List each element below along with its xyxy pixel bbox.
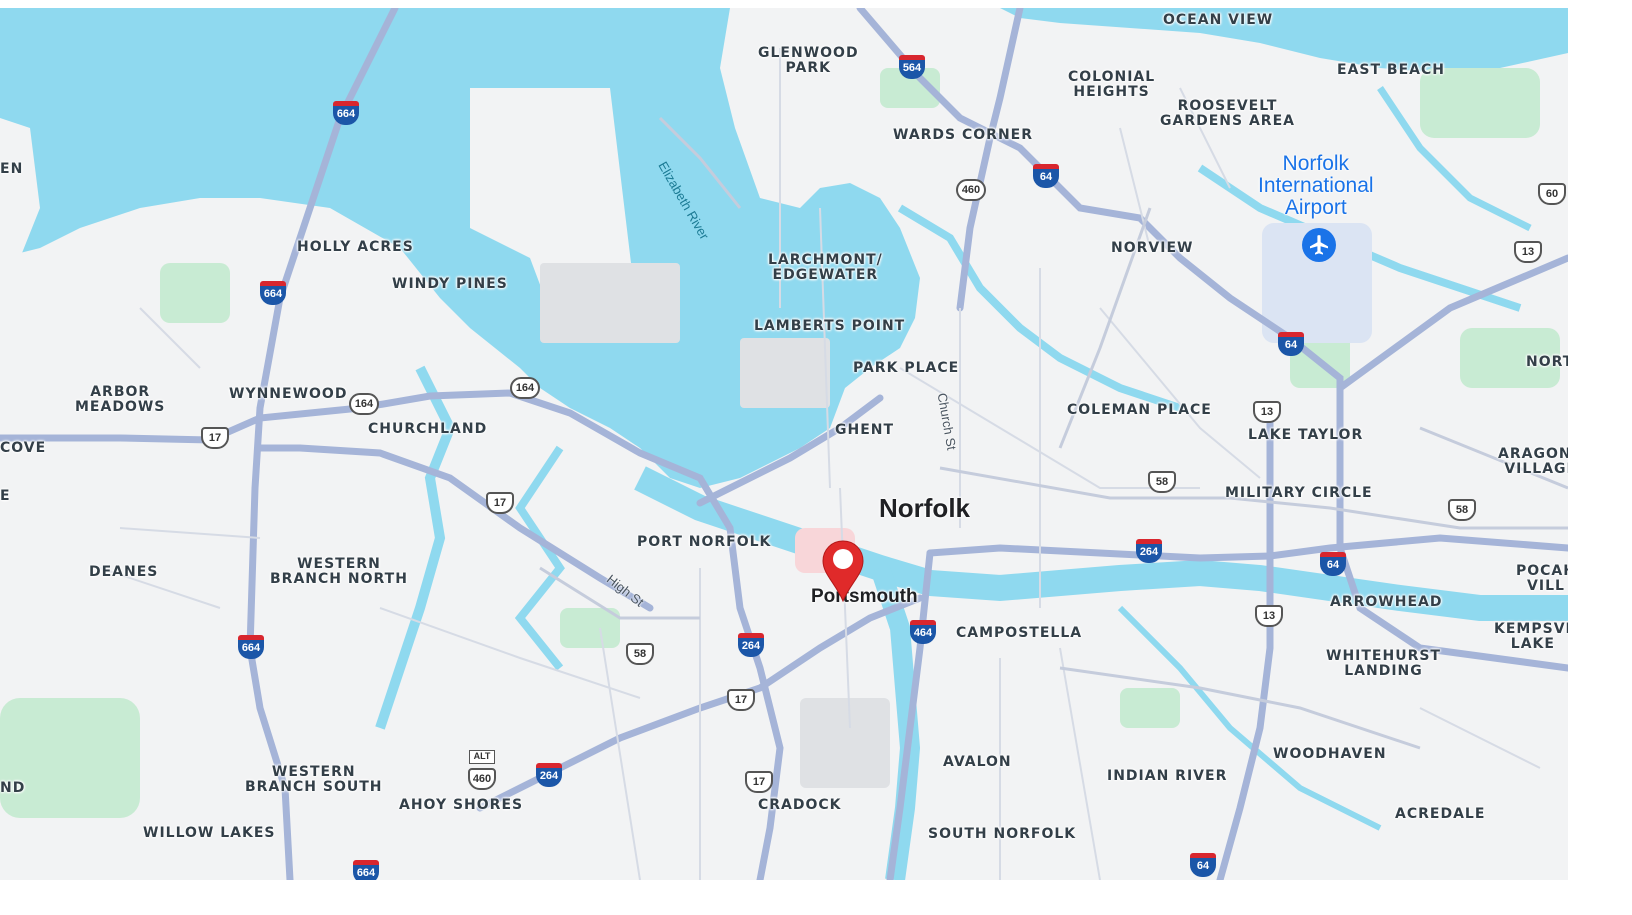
- neighborhood-label: ACREDALE: [1395, 806, 1486, 822]
- neighborhood-label: ROOSEVELT GARDENS AREA: [1160, 98, 1295, 129]
- neighborhood-label: PARK PLACE: [853, 360, 960, 376]
- neighborhood-label: WHITEHURST LANDING: [1326, 648, 1441, 679]
- location-pin-icon[interactable]: [822, 540, 864, 602]
- interstate-shield-icon: 664: [333, 101, 359, 125]
- neighborhood-label: E: [0, 488, 11, 504]
- neighborhood-label: GLENWOOD PARK: [758, 45, 859, 76]
- neighborhood-label: WARDS CORNER: [893, 127, 1034, 143]
- state-route-shield-icon: 164: [349, 393, 379, 415]
- river: [514, 445, 565, 671]
- neighborhood-label: COVE: [0, 440, 47, 456]
- us-route-shield-icon: 58: [626, 643, 654, 665]
- state-route-shield-icon: 460: [956, 179, 986, 201]
- interstate-shield-icon: 64: [1190, 853, 1216, 877]
- neighborhood-label: CHURCHLAND: [368, 421, 488, 437]
- us-route-shield-icon: 17: [727, 689, 755, 711]
- river: [375, 365, 456, 730]
- neighborhood-label: EN: [0, 161, 24, 177]
- land-area: [0, 118, 40, 263]
- us-route-shield-icon: 17: [486, 492, 514, 514]
- neighborhood-label: MILITARY CIRCLE: [1225, 485, 1373, 501]
- neighborhood-label: WESTERN BRANCH SOUTH: [245, 764, 383, 795]
- airport-grounds: [1262, 223, 1372, 343]
- interstate-shield-icon: 264: [1136, 539, 1162, 563]
- highways: [0, 8, 1568, 880]
- river: [870, 564, 921, 880]
- interstate-shield-icon: 264: [738, 633, 764, 657]
- interstate-shield-icon: 64: [1320, 552, 1346, 576]
- neighborhood-label: ARAGONA VILLAGE: [1498, 446, 1568, 477]
- water-body: [0, 8, 920, 488]
- neighborhood-label: AHOY SHORES: [399, 797, 524, 813]
- river: [1377, 86, 1532, 232]
- neighborhood-label: WYNNEWOOD: [229, 386, 348, 402]
- alt-route-tab-icon: ALT: [469, 750, 495, 764]
- neighborhood-label: GHENT: [835, 422, 895, 438]
- neighborhood-label: DEANES: [89, 564, 159, 580]
- airplane-icon[interactable]: [1302, 228, 1336, 262]
- arterials: [539, 116, 1568, 750]
- interstate-shield-icon: 664: [260, 281, 286, 305]
- neighborhood-label: EAST BEACH: [1337, 62, 1445, 78]
- neighborhood-label: COLEMAN PLACE: [1067, 402, 1212, 418]
- neighborhood-label: CAMPOSTELLA: [956, 625, 1083, 641]
- neighborhood-label: COLONIAL HEIGHTS: [1068, 69, 1156, 100]
- airplane-glyph: [1310, 235, 1328, 255]
- us-route-shield-icon: 13: [1514, 241, 1542, 263]
- city-label-norfolk: Norfolk: [879, 493, 970, 523]
- us-route-shield-icon: 13: [1253, 401, 1281, 423]
- map-canvas[interactable]: Elizabeth River High St Church St OCEAN …: [0, 8, 1568, 880]
- pin-glyph: [822, 540, 864, 602]
- neighborhood-label: SOUTH NORFOLK: [928, 826, 1077, 842]
- neighborhood-label: WINDY PINES: [392, 276, 508, 292]
- neighborhood-label: ND: [0, 780, 26, 796]
- interstate-shield-icon: 564: [899, 55, 925, 79]
- us-route-shield-icon: 17: [201, 427, 229, 449]
- neighborhood-label: HOLLY ACRES: [297, 239, 414, 255]
- neighborhood-label: LAMBERTS POINT: [754, 318, 906, 334]
- neighborhood-label: WOODHAVEN: [1273, 746, 1387, 762]
- us-route-shield-icon: 460: [468, 768, 496, 790]
- neighborhood-label: KEMPSVI LAKE: [1494, 621, 1568, 652]
- neighborhood-label: INDIAN RIVER: [1107, 768, 1228, 784]
- river: [1117, 605, 1382, 831]
- minor-roads: [99, 48, 1541, 880]
- water-body: [1000, 8, 1568, 73]
- neighborhood-label: ARROWHEAD: [1330, 594, 1443, 610]
- river: [897, 204, 1182, 412]
- interstate-shield-icon: 64: [1033, 164, 1059, 188]
- neighborhood-label: NORT: [1526, 354, 1568, 370]
- neighborhood-label: NORVIEW: [1111, 240, 1194, 256]
- us-route-shield-icon: 58: [1148, 471, 1176, 493]
- state-route-shield-icon: 164: [510, 377, 540, 399]
- neighborhood-label: LARCHMONT/ EDGEWATER: [768, 252, 883, 283]
- neighborhood-label: WILLOW LAKES: [143, 825, 276, 841]
- us-route-shield-icon: 58: [1448, 499, 1476, 521]
- interstate-shield-icon: 464: [910, 620, 936, 644]
- interstate-shield-icon: 664: [353, 860, 379, 880]
- river: [634, 466, 1568, 621]
- us-route-shield-icon: 17: [745, 771, 773, 793]
- neighborhood-label: CRADOCK: [758, 797, 842, 813]
- neighborhood-label: LAKE TAYLOR: [1248, 427, 1364, 443]
- poi-label-airport[interactable]: Norfolk International Airport: [1258, 152, 1374, 219]
- neighborhood-label: AVALON: [943, 754, 1012, 770]
- neighborhood-label: ARBOR MEADOWS: [75, 384, 166, 415]
- interstate-shield-icon: 664: [238, 635, 264, 659]
- industrial-areas: [540, 263, 890, 788]
- us-route-shield-icon: 60: [1538, 183, 1566, 205]
- neighborhood-label: PORT NORFOLK: [637, 534, 772, 550]
- map-base-layer: [0, 8, 1568, 880]
- us-route-shield-icon: 13: [1255, 605, 1283, 627]
- neighborhood-label: OCEAN VIEW: [1163, 12, 1274, 28]
- interstate-shield-icon: 264: [536, 763, 562, 787]
- interstate-shield-icon: 64: [1278, 332, 1304, 356]
- neighborhood-label: POCAH VILL: [1516, 563, 1568, 594]
- neighborhood-label: WESTERN BRANCH NORTH: [270, 556, 408, 587]
